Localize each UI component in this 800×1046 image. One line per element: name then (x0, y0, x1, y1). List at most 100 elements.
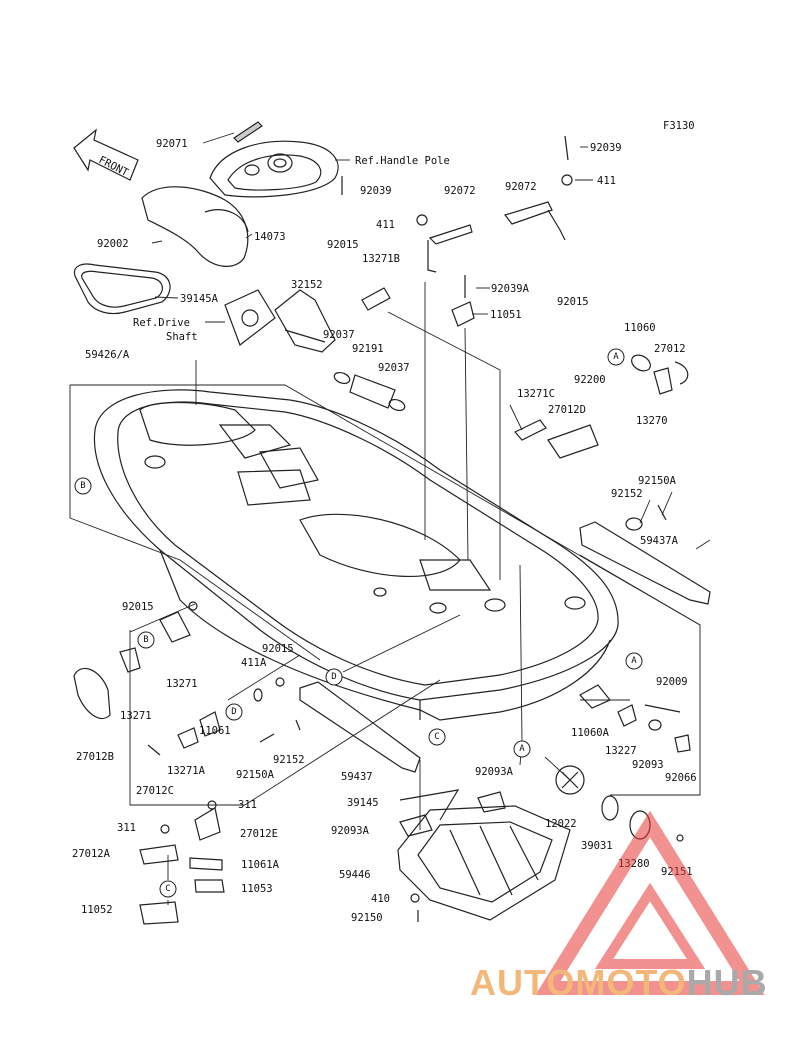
part-59437: 59437 (341, 771, 373, 783)
part-27012d: 27012D (548, 404, 586, 416)
part-92039-b: 92039 (590, 142, 622, 154)
watermark-text-part1: AUTOMOTO (470, 962, 687, 1003)
part-92150a-a: 92150A (638, 475, 677, 487)
part-39145: 39145 (347, 797, 379, 809)
callout-a-lower: A (513, 740, 531, 758)
rail-59437a (579, 521, 711, 605)
part-411a: 411A (241, 657, 267, 669)
part-27012e: 27012E (240, 828, 278, 840)
callout-a-top: A (607, 348, 625, 366)
svg-text:A: A (519, 744, 525, 754)
part-27012a: 27012A (72, 848, 111, 860)
part-92039a: 92039A (491, 283, 530, 295)
part-92072-b: 92072 (505, 181, 537, 193)
part-92152-b: 92152 (273, 754, 305, 766)
part-92200: 92200 (574, 374, 606, 386)
part-11052: 11052 (81, 904, 113, 916)
svg-text:D: D (231, 707, 236, 717)
bracket-27012b (73, 667, 111, 720)
part-13270: 13270 (636, 415, 668, 427)
part-27012: 27012 (654, 343, 686, 355)
front-arrow (73, 128, 139, 181)
part-14073: 14073 (254, 231, 286, 243)
part-13271-b: 13271 (120, 710, 152, 722)
flange (224, 289, 276, 346)
intake-grate (397, 805, 571, 921)
part-11061a: 11061A (241, 859, 280, 871)
svg-text:A: A (613, 352, 619, 362)
part-92066: 92066 (665, 772, 697, 784)
figure-code: F3130 (663, 120, 695, 132)
part-92015-a: 92015 (327, 239, 359, 251)
part-92093a-a: 92093A (475, 766, 514, 778)
part-92037-a: 92037 (323, 329, 355, 341)
callout-a-right: A (625, 652, 643, 670)
part-92150a-b: 92150A (236, 769, 275, 781)
part-11060: 11060 (624, 322, 656, 334)
part-92039-a: 92039 (360, 185, 392, 197)
leader-lines (151, 132, 711, 550)
part-39145a: 39145A (180, 293, 219, 305)
part-12022: 12022 (545, 818, 577, 830)
part-92093a-b: 92093A (331, 825, 370, 837)
part-13271-a: 13271 (166, 678, 198, 690)
part-92072-a: 92072 (444, 185, 476, 197)
part-92015-c: 92015 (122, 601, 154, 613)
part-411-a: 411 (376, 219, 395, 231)
svg-text:C: C (165, 884, 170, 894)
part-11061: 11061 (199, 725, 231, 737)
callouts: A B C D A B C D A (74, 348, 643, 898)
part-39031: 39031 (581, 840, 613, 852)
part-13227: 13227 (605, 745, 637, 757)
part-11053: 11053 (241, 883, 273, 895)
callout-c-hull: C (428, 728, 446, 746)
part-311-a: 311 (238, 799, 257, 811)
part-11060a: 11060A (571, 727, 610, 739)
watermark-triangle (535, 810, 765, 995)
part-13271c: 13271C (517, 388, 555, 400)
part-92191: 92191 (352, 343, 384, 355)
callout-b-left: B (137, 631, 155, 649)
part-13271b: 13271B (362, 253, 400, 265)
line-art (69, 121, 711, 925)
part-311-b: 311 (117, 822, 136, 834)
seat-cushion (141, 186, 249, 267)
watermark-text-part2: HUB (686, 962, 768, 1003)
watermark-text: AUTOMOTOHUB (470, 962, 800, 1003)
callout-c-bottom: C (159, 880, 177, 898)
part-410: 410 (371, 893, 390, 905)
ref-drive-shaft-2: Shaft (166, 331, 198, 343)
labels: FRONT F3130 Ref.Handle Pole Ref.Drive Sh… (72, 120, 697, 924)
part-13271a: 13271A (167, 765, 206, 777)
callout-b-hull: B (74, 477, 92, 495)
svg-text:A: A (631, 656, 637, 666)
part-92002: 92002 (97, 238, 129, 250)
svg-text:D: D (331, 672, 336, 682)
gasket-39145a (73, 263, 171, 315)
rail-59437 (299, 681, 421, 773)
part-11051: 11051 (490, 309, 522, 321)
part-32152: 32152 (291, 279, 323, 291)
part-27012c: 27012C (136, 785, 174, 797)
part-92152-a: 92152 (611, 488, 643, 500)
part-411-b: 411 (597, 175, 616, 187)
part-92015-d: 92015 (262, 643, 294, 655)
svg-text:C: C (434, 732, 439, 742)
part-92150: 92150 (351, 912, 383, 924)
svg-text:B: B (143, 635, 148, 645)
part-92009: 92009 (656, 676, 688, 688)
callout-d-left: D (225, 703, 243, 721)
part-92037-b: 92037 (378, 362, 410, 374)
handle-pole-cover (209, 140, 339, 198)
part-92015-b: 92015 (557, 296, 589, 308)
hull (93, 389, 619, 721)
ref-drive-shaft-1: Ref.Drive (133, 317, 190, 329)
part-59437a: 59437A (640, 535, 679, 547)
part-92093: 92093 (632, 759, 664, 771)
part-27012b: 27012B (76, 751, 114, 763)
ref-handle-pole: Ref.Handle Pole (355, 155, 450, 167)
svg-text:B: B (80, 481, 85, 491)
part-59446: 59446 (339, 869, 371, 881)
part-92071: 92071 (156, 138, 188, 150)
